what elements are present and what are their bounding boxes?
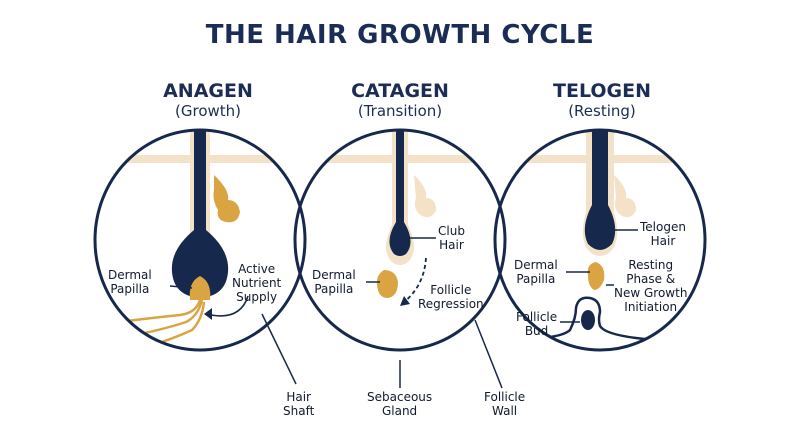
label-telogen-hair: Telogen Hair <box>640 220 686 248</box>
label-telogen-follicle-bud: Follicle Bud <box>516 310 558 338</box>
catagen-circle <box>293 128 507 352</box>
label-anagen-dermal-papilla: Dermal Papilla <box>108 268 152 296</box>
label-anagen-active-nutrient-supply: Active Nutrient Supply <box>232 262 282 304</box>
page-title: THE HAIR GROWTH CYCLE <box>205 20 595 50</box>
label-catagen-dermal-papilla: Dermal Papilla <box>312 268 356 296</box>
anagen-sebaceous-gland <box>213 175 240 223</box>
catagen-regression-arrowhead <box>400 296 410 306</box>
catagen-club-hair <box>389 130 411 256</box>
anagen-vessel-2 <box>95 299 204 347</box>
anagen-leader-dermal-papilla <box>169 285 193 289</box>
label-catagen-club-hair: Club Hair <box>438 224 465 252</box>
leader-hair-shaft <box>261 313 297 385</box>
telogen-dermal-papilla <box>587 262 605 290</box>
stage-subtitle-anagen: (Growth) <box>175 102 241 120</box>
catagen-panel <box>295 130 505 298</box>
label-telogen-dermal-papilla: Dermal Papilla <box>514 258 558 286</box>
anagen-vessel-1 <box>95 299 202 332</box>
stage-subtitle-catagen: (Transition) <box>357 102 443 120</box>
anagen-dermal-papilla <box>189 276 211 300</box>
leader-follicle-wall <box>474 319 503 389</box>
stage-name-telogen: TELOGEN <box>553 80 651 102</box>
stage-name-anagen: ANAGEN <box>163 80 253 102</box>
telogen-follicle-bud <box>581 310 595 330</box>
label-sebaceous-gland: Sebaceous Gland <box>367 390 433 418</box>
anagen-panel <box>95 130 305 350</box>
label-catagen-follicle-regression: Follicle Regression <box>418 283 484 311</box>
telogen-circle <box>493 128 707 352</box>
anagen-vessel-3 <box>99 301 206 350</box>
label-telogen-resting-phase: Resting Phase & New Growth Initiation <box>614 258 688 314</box>
telogen-follicle-bud-outline <box>497 296 701 344</box>
stage-subtitle-telogen: (Resting) <box>568 102 636 120</box>
telogen-panel <box>495 130 705 344</box>
anagen-nutrient-arrowhead <box>204 308 212 320</box>
telogen-hair <box>584 130 616 250</box>
label-follicle-wall: Follicle Wall <box>484 390 526 418</box>
telogen-sebaceous-gland <box>614 175 636 218</box>
stage-name-catagen: CATAGEN <box>351 80 449 102</box>
anagen-hair-shaft <box>171 130 229 298</box>
label-hair-shaft: Hair Shaft <box>283 390 315 418</box>
anagen-circle <box>93 128 307 352</box>
catagen-dermal-papilla <box>376 270 398 298</box>
catagen-sebaceous-gland <box>414 175 436 218</box>
